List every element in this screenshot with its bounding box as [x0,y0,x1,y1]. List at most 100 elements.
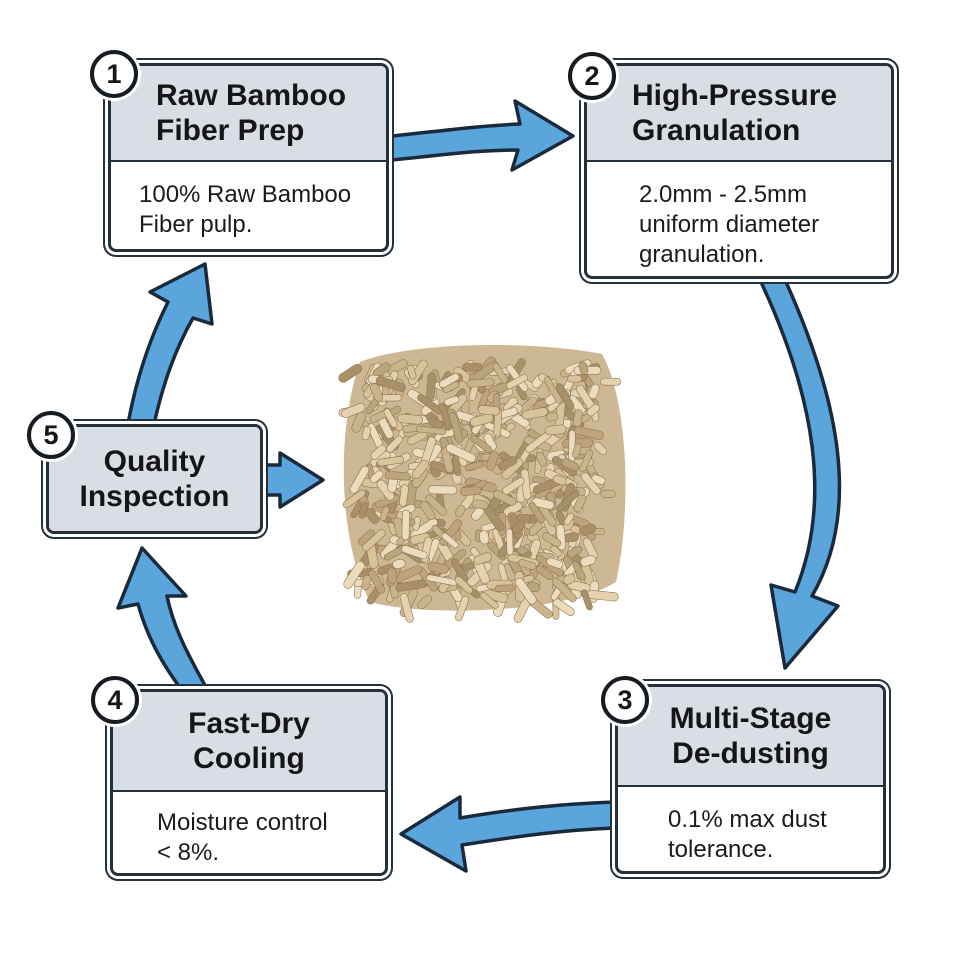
litter-pellet [492,362,508,384]
litter-pellet [392,558,406,569]
litter-pellet [494,584,515,592]
litter-pellet [600,489,616,499]
litter-pellet [469,413,494,427]
litter-pellet [514,577,537,605]
litter-pellet [343,560,365,589]
litter-pellet [445,443,477,463]
step-description: Moisture control < 8%. [157,809,328,866]
litter-pellet [470,435,493,453]
litter-pellet [479,592,499,609]
litter-pellet [428,416,444,430]
step-quality-inspection: Quality Inspection [46,424,263,534]
litter-pellet [399,484,409,507]
litter-pellet [579,449,594,473]
litter-pellet [572,443,582,458]
step-description: 0.1% max dust tolerance. [668,806,827,863]
litter-pellet [401,509,410,541]
litter-pellet [541,532,562,547]
litter-pellet [506,374,528,390]
litter-pellet [552,474,567,486]
step-title: Multi-Stage De-dusting [618,687,883,787]
litter-pellet [426,372,436,401]
arrow-step2-to-step3 [759,280,842,670]
step-raw-bamboo-fiber-prep: Raw Bamboo Fiber Prep 100% Raw Bamboo Fi… [108,63,389,252]
litter-pellet [531,497,555,510]
litter-pellet [364,508,380,524]
litter-pellet [561,458,579,472]
step-title: Raw Bamboo Fiber Prep [111,66,386,162]
step-number-badge: 3 [601,676,649,724]
litter-pellet [574,426,604,440]
litter-pellet [578,361,589,375]
litter-pellet [455,504,466,518]
litter-pellet [368,569,386,594]
litter-pellet [420,501,436,521]
litter-pellet [384,471,411,481]
litter-pellet [555,489,580,512]
litter-pellet [581,589,593,611]
step-number-badge: 1 [90,50,138,98]
litter-pellet [471,499,489,510]
litter-pellet [531,475,547,485]
litter-pellet [425,494,447,516]
litter-pellet [567,374,583,383]
litter-pellet [550,545,562,557]
litter-pellet [600,377,622,386]
litter-pellet [580,555,596,567]
litter-pellet [473,552,493,565]
litter-pellet [379,506,390,521]
litter-pellet [342,489,366,509]
litter-pellet [439,402,452,431]
litter-pellet [383,408,398,428]
litter-pellet [448,412,464,444]
litter-pellet [361,574,372,590]
litter-pellet [450,558,468,582]
litter-pellet [545,412,559,422]
litter-pellet [459,486,482,496]
litter-pellet [386,435,403,453]
litter-pellet [341,403,366,418]
step-high-pressure-granulation: High-Pressure Granulation 2.0mm - 2.5mm … [584,63,894,279]
litter-pellet [573,409,583,428]
litter-pellet [387,567,397,584]
litter-pellet [512,520,526,534]
litter-pellet [415,425,447,436]
bamboo-litter-block-image [338,344,626,623]
litter-pellet [438,373,460,388]
step-description: 100% Raw Bamboo Fiber pulp. [139,181,352,238]
litter-pellet [551,577,577,603]
litter-pellet [536,565,554,581]
litter-pellet [546,557,564,569]
litter-pellet [417,594,433,610]
litter-pellet [518,559,537,570]
litter-pellet [357,529,375,546]
step-fast-dry-cooling: Fast-Dry Cooling Moisture control < 8%. [110,689,388,876]
litter-pellet [375,376,406,392]
litter-pellet [580,472,601,495]
litter-pellet [397,413,424,425]
litter-pellet [563,573,576,585]
litter-pellet [572,562,586,581]
step-description: 2.0mm - 2.5mm uniform diameter granulati… [639,181,820,268]
litter-pellet [591,474,606,485]
arrow-step4-to-step5 [116,546,209,691]
arrow-step3-to-step4 [399,795,617,873]
litter-pellet [588,383,600,399]
step-number-badge: 4 [91,676,139,724]
litter-pellet [479,530,490,545]
litter-pellet [444,395,460,406]
step-title: High-Pressure Granulation [587,66,891,162]
litter-pellet [370,383,384,402]
litter-pellet [477,405,500,416]
litter-pellet [464,460,484,472]
step-title: Fast-Dry Cooling [113,692,385,792]
litter-pellet [486,451,499,471]
litter-pellet [462,363,483,372]
litter-pellet [454,576,473,595]
litter-pellet [441,532,459,549]
step-number-badge: 5 [27,411,75,459]
litter-pellet [376,455,404,467]
litter-pellet [535,451,547,467]
litter-pellet [370,444,387,460]
litter-pellet [543,376,563,404]
